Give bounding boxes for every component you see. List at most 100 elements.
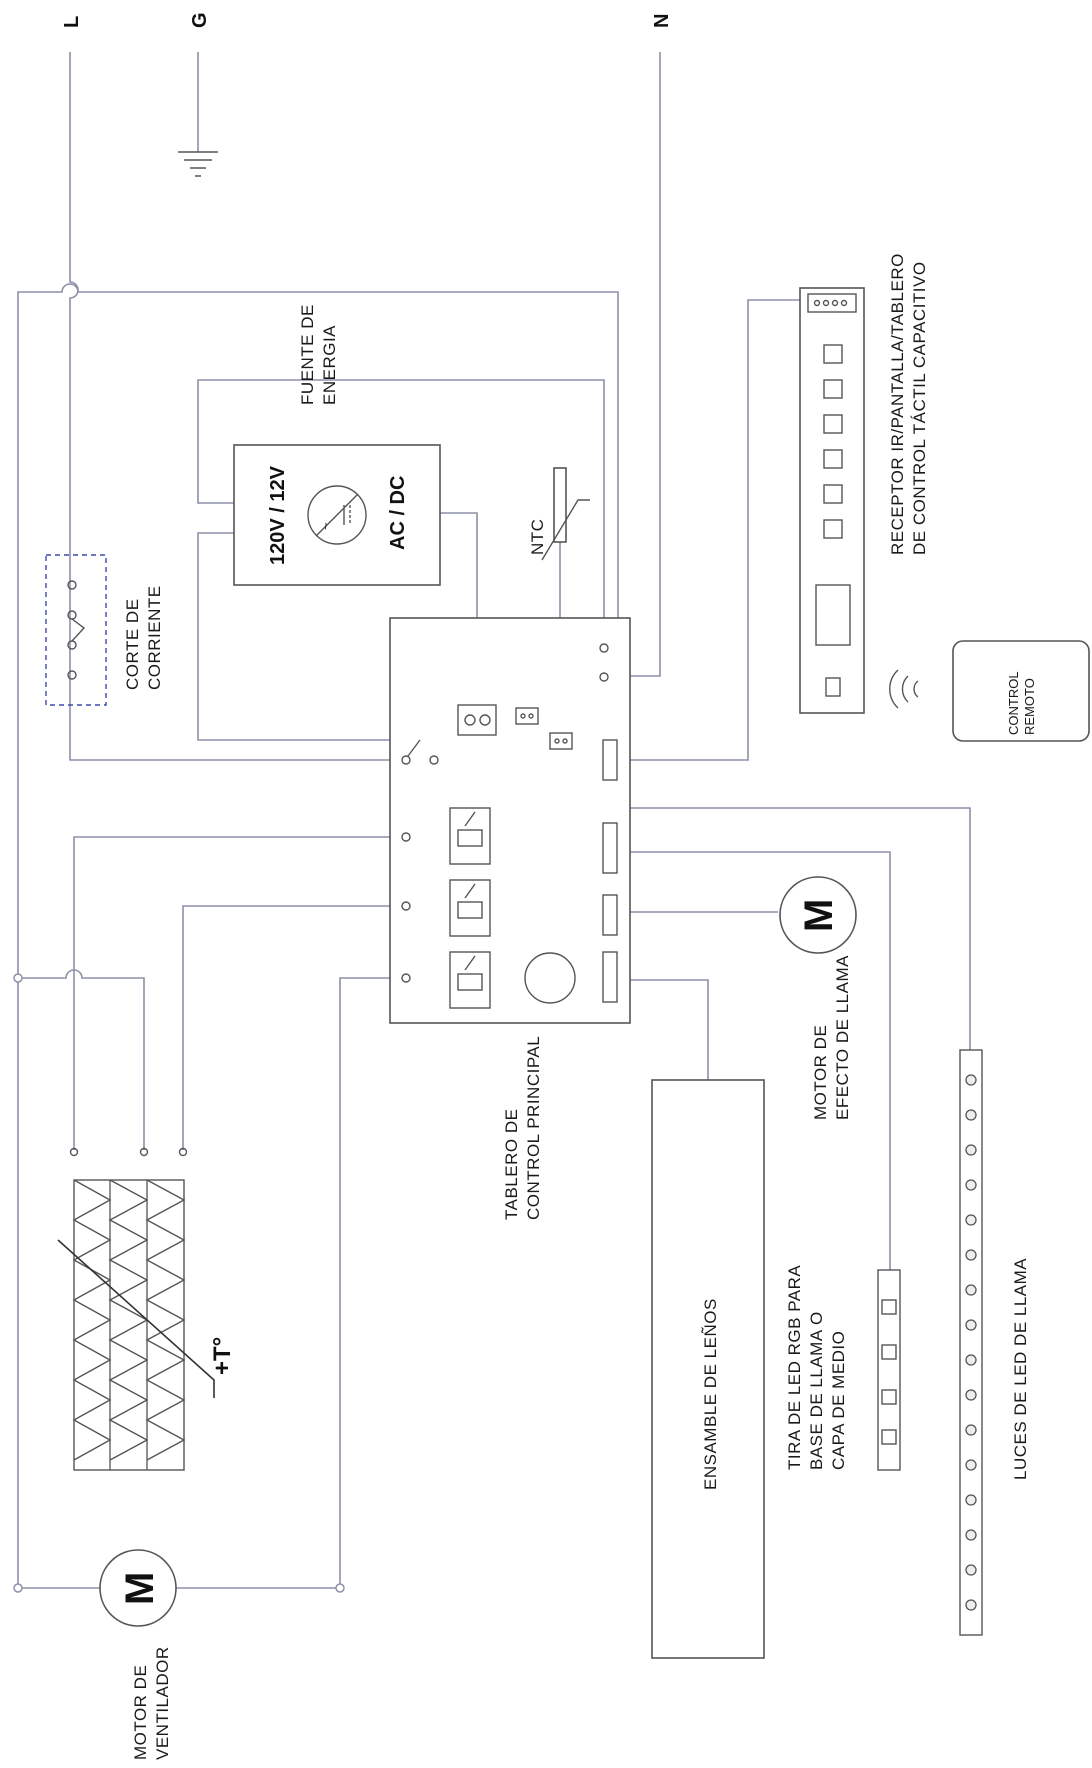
buzzer-icon	[524, 952, 576, 1004]
junction-dot	[13, 1583, 23, 1593]
log-set: ENSAMBLE DE LEÑOS	[651, 1079, 765, 1659]
cutoff-label-1: CORTE DE	[123, 598, 142, 690]
fan-label-1: MOTOR DE	[131, 1665, 150, 1760]
flame-motor-icon	[779, 876, 857, 954]
led-dot	[965, 1564, 977, 1576]
led-dot	[965, 1529, 977, 1541]
led-dot	[965, 1249, 977, 1261]
rgb-label-1: TIRA DE LED RGB PARA	[785, 1265, 804, 1470]
psu-voltage: 120V / 12V	[267, 465, 289, 565]
ir-sensor-icon	[825, 677, 841, 697]
svg-text:CORTE DE CORRIENTE: CORTE DE CORRIENTE	[123, 585, 164, 690]
board-terminal	[429, 755, 439, 765]
rgb-wire	[620, 851, 891, 1270]
svg-text:MOTOR DE EFECTO DE LLAMA: MOTOR DE EFECTO DE LLAMA	[811, 955, 852, 1120]
log-set-wire	[620, 979, 709, 1080]
terminal-l: L	[61, 16, 83, 28]
log-set-label: ENSAMBLE DE LEÑOS	[701, 1298, 720, 1490]
flame-motor-label-2: EFECTO DE LLAMA	[833, 955, 852, 1120]
relay-3	[449, 951, 491, 1009]
led-dot	[965, 1179, 977, 1191]
junction-dot	[335, 1583, 345, 1593]
board-terminal	[401, 832, 411, 842]
ntc-label: NTC	[528, 519, 547, 555]
psu-acdc: AC / DC	[387, 476, 409, 550]
board-label-2: CONTROL PRINCIPAL	[524, 1036, 543, 1220]
led-dot	[965, 1494, 977, 1506]
flame-effect-motor: M MOTOR DE EFECTO DE LLAMA	[779, 876, 857, 1120]
terminal-g: G	[189, 12, 211, 28]
relay-1	[449, 807, 491, 865]
junctions	[13, 973, 345, 1593]
line-wire	[69, 52, 404, 761]
led-dot	[965, 1354, 977, 1366]
left-bus-wire	[17, 978, 100, 1589]
rgb-led-strip: TIRA DE LED RGB PARA BASE DE LLAMA O CAP…	[785, 1260, 901, 1471]
svg-text:~: ~	[318, 522, 333, 530]
led-dot	[965, 1389, 977, 1401]
svg-text:CONTROL REMOTO: CONTROL REMOTO	[1006, 668, 1037, 735]
remote-label-2: REMOTO	[1022, 678, 1037, 735]
svg-text:RECEPTOR IR/PANTALLA/TABLERO: RECEPTOR IR/PANTALLA/TABLERO DE CONTROL …	[888, 248, 929, 555]
top-bus-wire	[17, 283, 619, 978]
fan-motor-symbol: M	[118, 1572, 162, 1605]
board-terminal	[599, 643, 609, 653]
rgb-label-2: BASE DE LLAMA O	[807, 1311, 826, 1470]
led-dot	[965, 1144, 977, 1156]
power-supply: ~ 120V / 12V AC / DC FUENTE DE ENERGIA	[233, 299, 441, 586]
board-terminal	[401, 755, 411, 765]
flame-motor-symbol: M	[797, 899, 841, 932]
board-terminal	[401, 973, 411, 983]
display-icon	[815, 584, 851, 646]
flame-leds-label: LUCES DE LED DE LLAMA	[1011, 1258, 1030, 1480]
receiver-label-1: RECEPTOR IR/PANTALLA/TABLERO	[888, 253, 907, 555]
led-dot	[965, 1459, 977, 1471]
svg-text:FUENTE DE ENERGIA: FUENTE DE ENERGIA	[298, 299, 339, 405]
receiver-panel: RECEPTOR IR/PANTALLA/TABLERO DE CONTROL …	[799, 248, 929, 714]
svg-text:TIRA DE LED RGB PARA BAS: TIRA DE LED RGB PARA BASE DE LLAMA O CAP…	[785, 1260, 848, 1470]
remote-control: CONTROL REMOTO	[889, 640, 1090, 742]
svg-text:TABLERO DE CONTROL PRINC: TABLERO DE CONTROL PRINCIPAL	[502, 1036, 543, 1220]
board-label-1: TABLERO DE	[502, 1109, 521, 1220]
remote-label-1: CONTROL	[1006, 672, 1021, 735]
flame-led-lights: LUCES DE LED DE LLAMA	[959, 1049, 1030, 1636]
led-dot	[965, 1284, 977, 1296]
led-dot	[965, 1109, 977, 1121]
cutoff-label-2: CORRIENTE	[145, 585, 164, 690]
receiver-label-2: DE CONTROL TÁCTIL CAPACITIVO	[910, 261, 929, 555]
rgb-label-3: CAPA DE MEDIO	[829, 1331, 848, 1470]
fan-label-2: VENTILADOR	[153, 1646, 172, 1760]
relay1-wire	[73, 836, 404, 1150]
main-control-board: TABLERO DE CONTROL PRINCIPAL	[389, 617, 631, 1220]
led-dot	[965, 1424, 977, 1436]
svg-text:MOTOR DE VENTILADOR: MOTOR DE VENTILADOR	[131, 1646, 172, 1760]
psu-ac-wire-1	[197, 379, 605, 642]
heater-common-wire	[18, 969, 145, 1150]
psu-ac-wire-2	[197, 532, 404, 741]
ground-icon	[178, 151, 218, 177]
psu-label-1: FUENTE DE	[298, 304, 317, 405]
fan-motor-icon	[99, 1549, 177, 1627]
power-cutoff: CORTE DE CORRIENTE	[45, 554, 164, 706]
terminal-n: N	[651, 14, 673, 28]
signal-waves-icon	[889, 669, 899, 709]
board-terminal	[401, 901, 411, 911]
junction-dot	[13, 973, 23, 983]
wiring	[17, 52, 971, 1589]
led-dot	[965, 1599, 977, 1611]
relay3-wire	[175, 977, 404, 1589]
heater-element: +T°	[57, 1147, 236, 1471]
led-dot	[965, 1319, 977, 1331]
flame-motor-label-1: MOTOR DE	[811, 1025, 830, 1120]
receiver-wire	[620, 299, 800, 761]
board-terminal	[599, 672, 609, 682]
fan-motor: M MOTOR DE VENTILADOR	[99, 1549, 177, 1760]
ntc-thermistor: NTC	[528, 467, 590, 561]
psu-label-2: ENERGIA	[320, 325, 339, 405]
relay2-wire	[182, 905, 404, 1150]
neutral-wire	[605, 52, 661, 677]
led-dot	[965, 1074, 977, 1086]
led-dot	[965, 1214, 977, 1226]
